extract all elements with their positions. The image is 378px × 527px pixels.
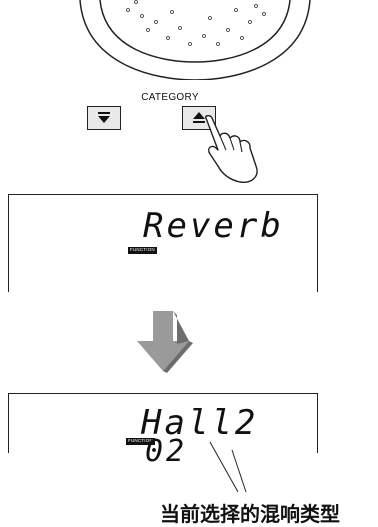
function-badge: FUNCTION — [128, 247, 157, 254]
down-arrow-icon — [137, 311, 193, 373]
double-down-arrow-icon — [98, 112, 110, 123]
display-number: 02 — [145, 434, 188, 469]
display-after: Hall2 FUNCTION 02 — [8, 393, 318, 467]
category-label: CATEGORY — [141, 92, 199, 103]
display-main-text: Hall2 — [141, 403, 259, 443]
pointing-hand-icon — [204, 115, 258, 183]
category-down-button[interactable] — [87, 106, 121, 130]
display-main-text: Reverb — [143, 206, 284, 246]
caption-text: 当前选择的混响类型 — [160, 502, 340, 526]
display-before: Reverb FUNCTION — [8, 194, 318, 292]
dial-knob[interactable] — [60, 0, 330, 80]
function-badge: FUNCTION — [126, 438, 155, 445]
caption-leader-lines — [209, 441, 247, 493]
double-up-arrow-icon — [193, 112, 205, 123]
